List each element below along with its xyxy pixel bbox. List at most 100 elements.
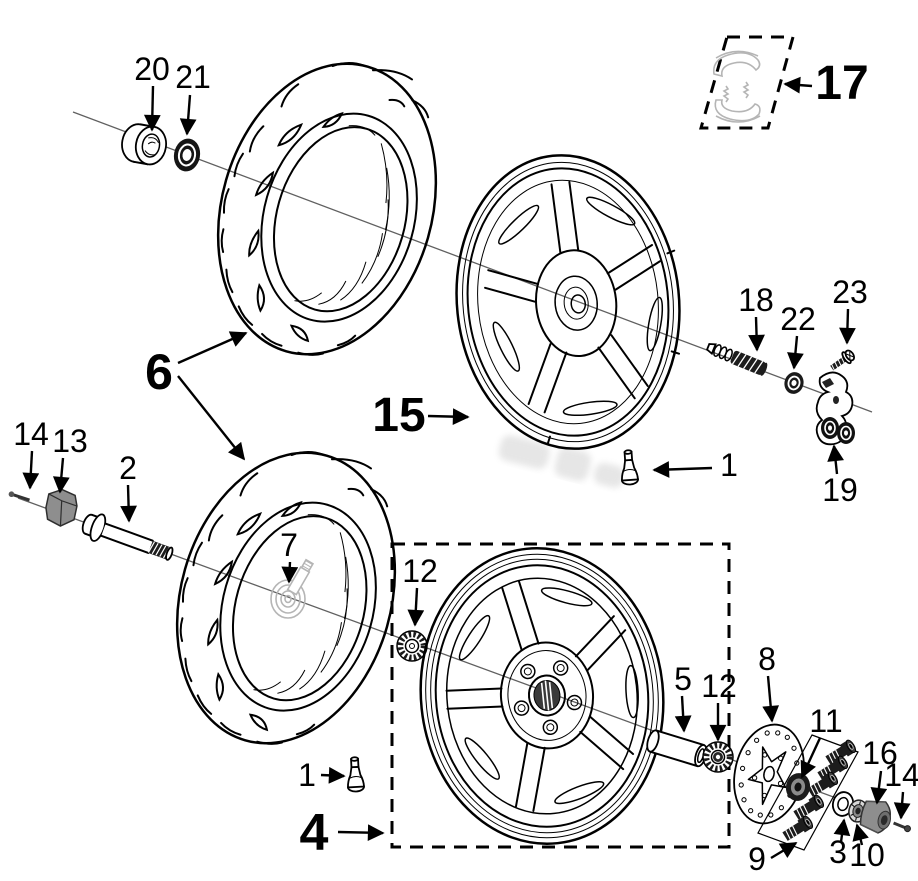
callout-arrow-3 (833, 818, 851, 843)
callout-label-1-upper: 1 (720, 447, 738, 483)
callout-14-right: 14 (884, 757, 918, 820)
wheel-kit-box (390, 542, 731, 849)
callout-label-23: 23 (832, 274, 868, 310)
brake-disc-8 (733, 723, 805, 825)
callout-arrow-4 (337, 824, 385, 842)
callout-label-4: 4 (300, 804, 329, 862)
front-axle-2 (81, 513, 174, 561)
callout-22: 22 (780, 301, 816, 370)
callout-arrow-20 (143, 85, 161, 132)
callout-10: 10 (849, 823, 885, 873)
callout-5: 5 (674, 661, 692, 733)
callout-18: 18 (738, 282, 774, 352)
callout-15: 15 (372, 389, 470, 442)
callout-11: 11 (800, 703, 843, 779)
callout-16: 16 (862, 735, 898, 805)
callout-arrow-2 (120, 484, 137, 523)
valve-stem-1-upper (619, 448, 640, 486)
callout-label-18: 18 (738, 282, 774, 318)
rear-wheel (419, 547, 665, 845)
callout-arrow-16 (870, 770, 888, 805)
tube-valve-7 (270, 558, 315, 619)
spacer-5 (646, 729, 708, 768)
callout-label-15: 15 (372, 389, 425, 442)
callout-label-11: 11 (809, 703, 842, 739)
callout-2: 2 (119, 450, 137, 523)
callout-arrow-5 (674, 695, 692, 733)
brake-shoe-kit-box (699, 35, 795, 130)
callout-label-20: 20 (134, 51, 170, 87)
callout-1-upper: 1 (652, 447, 738, 483)
watermark-smudge (498, 435, 625, 488)
callout-label-10: 10 (849, 837, 885, 873)
callout-label-8: 8 (758, 641, 776, 677)
callout-6: 6 (145, 331, 248, 461)
callout-19: 19 (822, 444, 858, 508)
callout-arrow-10 (852, 823, 869, 846)
callout-label-17: 17 (815, 57, 868, 110)
cotter-pin-14-left (8, 491, 30, 502)
callout-label-14-right: 14 (884, 757, 918, 793)
callout-label-12-left: 12 (402, 553, 438, 589)
callout-label-9: 9 (748, 841, 766, 877)
callout-arrow-11 (800, 737, 822, 779)
callout-arrow-14-left (22, 450, 40, 490)
callout-arrow-23 (839, 308, 856, 345)
bearing-12-right (703, 742, 733, 772)
callout-arrow-8 (762, 675, 780, 723)
callout-arrow-18 (748, 316, 765, 352)
bearing-12-left (397, 631, 427, 661)
washer-21 (173, 138, 201, 172)
callout-label-14-left: 14 (13, 416, 49, 452)
callout-13: 13 (52, 423, 88, 494)
axle-nut-20 (121, 123, 167, 166)
axle-nut-13 (45, 488, 78, 527)
callout-label-13: 13 (52, 423, 88, 459)
seal-washer-22 (784, 372, 804, 394)
callout-9: 9 (748, 841, 798, 877)
callout-label-6: 6 (145, 344, 173, 400)
callout-arrow-13 (52, 457, 70, 494)
callout-label-19: 19 (822, 472, 858, 508)
callout-12-left: 12 (402, 553, 438, 627)
callout-arrow-19 (827, 444, 844, 475)
callout-arrow-22 (787, 335, 804, 370)
callout-20: 20 (134, 51, 170, 132)
callout-21: 21 (175, 59, 211, 136)
callout-arrow-6-lower (177, 375, 246, 461)
callout-8: 8 (758, 641, 780, 723)
callout-arrow-1-lower (320, 766, 346, 784)
callout-17: 17 (783, 57, 869, 110)
speedo-drive-retainer-19 (815, 371, 855, 446)
hub-seal-11 (785, 773, 811, 801)
callout-arrow-7 (281, 561, 299, 584)
callout-label-12-right: 12 (701, 668, 737, 704)
speedo-drive-gear-18 (705, 343, 768, 376)
callout-arrow-6-upper (177, 331, 248, 365)
callout-arrow-14-right (893, 791, 911, 820)
front-wheel-15 (455, 154, 681, 450)
callout-label-1-lower: 1 (298, 757, 316, 793)
callout-label-2: 2 (119, 450, 137, 486)
callout-label-16: 16 (862, 735, 898, 771)
callout-label-3: 3 (829, 834, 847, 870)
callout-label-5: 5 (674, 661, 692, 697)
callout-label-21: 21 (175, 59, 211, 95)
callout-4: 4 (300, 804, 385, 862)
disc-bolt-set-9 (757, 734, 859, 851)
callout-arrow-21 (179, 94, 197, 136)
callout-arrow-15 (427, 408, 470, 426)
brake-shoes-17 (712, 50, 761, 123)
callout-1-lower: 1 (298, 757, 346, 793)
callout-14-left: 14 (13, 416, 49, 490)
callout-arrow-17 (783, 76, 813, 94)
callout-label-7: 7 (280, 527, 298, 563)
callout-12-right: 12 (701, 668, 737, 742)
callout-arrow-9 (770, 841, 798, 860)
valve-stem-1-lower (345, 755, 366, 793)
screw-23 (830, 349, 855, 371)
callout-23: 23 (832, 274, 868, 345)
callout-arrow-1-upper (652, 461, 713, 478)
